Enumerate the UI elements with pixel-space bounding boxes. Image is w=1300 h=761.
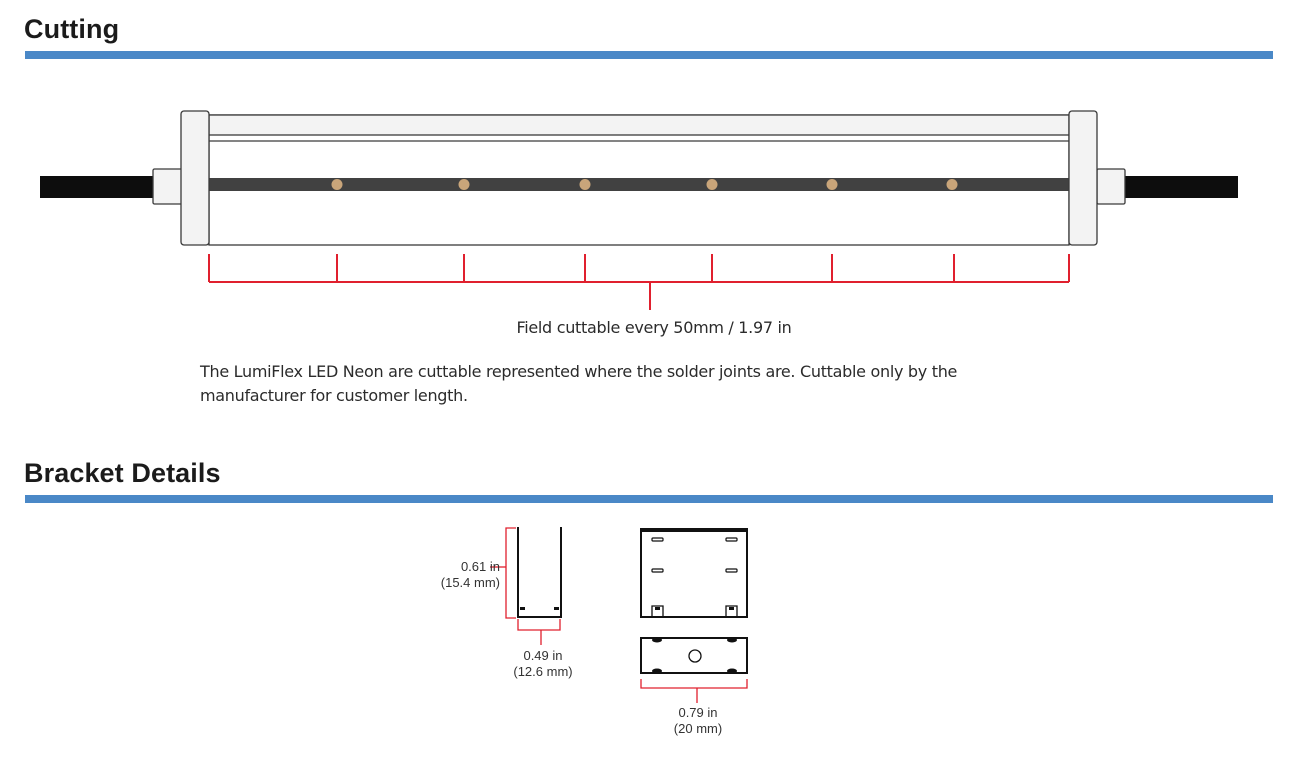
left-cable-sleeve [152, 168, 183, 205]
depth-dimension-label: 0.79 in (20 mm) [655, 705, 741, 737]
height-inches: 0.61 in [460, 559, 500, 574]
housing-top-channel [208, 114, 1070, 136]
right-cable-sleeve [1096, 168, 1126, 205]
led-dots [331, 179, 958, 190]
mounting-hole [688, 649, 702, 663]
right-cable [1125, 176, 1238, 198]
cutting-description: The LumiFlex LED Neon are cuttable repre… [200, 362, 958, 405]
width-dimension-label: 0.49 in (12.6 mm) [500, 648, 586, 680]
bracket-top-view [640, 528, 748, 618]
section-title-cutting: Cutting [24, 14, 120, 44]
led-dot [579, 179, 591, 190]
right-end-cap [1068, 110, 1098, 246]
width-dimension-bracket [517, 619, 561, 631]
bracket-side-profile [517, 527, 562, 618]
height-dimension-bracket [505, 527, 516, 619]
depth-dimension-bracket [640, 679, 748, 689]
led-dot [458, 179, 470, 190]
led-dot [706, 179, 718, 190]
section-divider [25, 51, 1273, 59]
height-mm: (15.4 mm) [440, 575, 500, 590]
led-strip [209, 178, 1069, 191]
cut-marks [208, 254, 1070, 282]
left-end-cap [180, 110, 210, 246]
bracket-bottom-view [640, 637, 748, 674]
cut-interval-caption: Field cuttable every 50mm / 1.97 in [516, 318, 792, 337]
height-dimension-label: 0.61 in (15.4 mm) [420, 559, 500, 591]
depth-mm: (20 mm) [673, 721, 723, 736]
section-title-bracket-details: Bracket Details [24, 458, 221, 488]
led-dot [331, 179, 343, 190]
width-inches: 0.49 in [523, 648, 563, 663]
depth-inches: 0.79 in [678, 705, 718, 720]
left-cable [40, 176, 154, 198]
led-dot [826, 179, 838, 190]
led-dot [946, 179, 958, 190]
width-mm: (12.6 mm) [513, 664, 573, 679]
section-divider [25, 495, 1273, 503]
